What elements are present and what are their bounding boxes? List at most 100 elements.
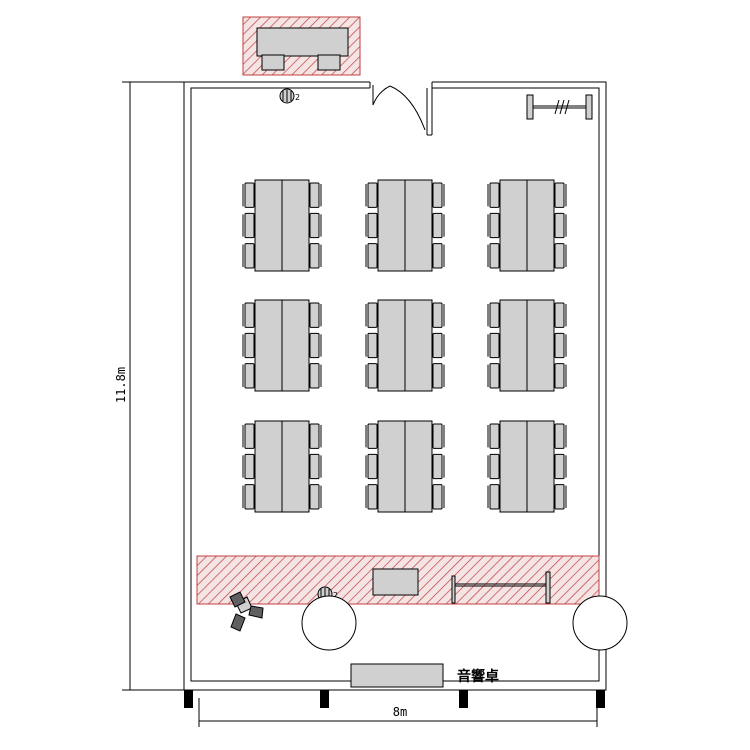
width-dimension-line — [198, 698, 598, 727]
table-groups — [242, 179, 567, 513]
table — [281, 179, 310, 272]
chair — [554, 363, 565, 389]
chair — [432, 182, 443, 208]
chair — [554, 423, 565, 449]
chair — [432, 423, 443, 449]
chair — [244, 302, 255, 328]
chair — [489, 484, 500, 510]
chair — [432, 484, 443, 510]
table — [377, 420, 406, 513]
chair — [367, 484, 378, 510]
table-group — [487, 420, 567, 513]
chair — [489, 332, 500, 359]
width-dimension-label: 8m — [393, 705, 407, 719]
chair — [489, 423, 500, 449]
chair — [309, 212, 320, 239]
chair — [489, 363, 500, 389]
chair — [432, 212, 443, 239]
chair — [244, 212, 255, 239]
chair — [309, 423, 320, 449]
table-group — [365, 420, 445, 513]
chair — [367, 423, 378, 449]
chair — [309, 243, 320, 269]
sound-desk — [350, 663, 444, 688]
speaker-left — [301, 595, 357, 651]
chair — [367, 212, 378, 239]
chair — [489, 182, 500, 208]
chair — [244, 363, 255, 389]
table — [526, 420, 555, 513]
stage-area — [196, 555, 600, 605]
chair — [432, 243, 443, 269]
chair — [244, 332, 255, 359]
chair — [432, 453, 443, 480]
table — [281, 299, 310, 392]
microphone-label: 2 — [333, 591, 338, 600]
table-group — [365, 179, 445, 272]
table — [526, 299, 555, 392]
chair — [554, 302, 565, 328]
screen-stand — [451, 571, 551, 604]
chair — [244, 182, 255, 208]
chair — [309, 302, 320, 328]
table — [377, 179, 406, 272]
entrance-door — [372, 85, 426, 131]
table — [377, 299, 406, 392]
chair — [367, 243, 378, 269]
table-group — [487, 299, 567, 392]
chair — [367, 453, 378, 480]
table — [254, 179, 283, 272]
chair — [309, 484, 320, 510]
chair — [489, 243, 500, 269]
table-group — [487, 179, 567, 272]
chair — [309, 363, 320, 389]
table — [499, 179, 528, 272]
microphone-label: 2 — [295, 93, 300, 102]
chair — [367, 332, 378, 359]
sound-desk-label: 音響卓 — [457, 668, 499, 685]
table-group — [242, 299, 322, 392]
chair — [367, 363, 378, 389]
table — [254, 420, 283, 513]
chair — [432, 302, 443, 328]
table — [404, 179, 433, 272]
chair — [432, 363, 443, 389]
chair — [367, 302, 378, 328]
table-group — [365, 299, 445, 392]
height-dimension-line — [122, 81, 184, 691]
tripod-stand — [229, 591, 264, 632]
chair — [432, 332, 443, 359]
table-group — [242, 420, 322, 513]
chair — [309, 182, 320, 208]
chair — [554, 453, 565, 480]
chair — [554, 484, 565, 510]
chair — [489, 212, 500, 239]
table — [526, 179, 555, 272]
chair — [244, 423, 255, 449]
chair — [244, 243, 255, 269]
chair — [554, 243, 565, 269]
chair — [554, 332, 565, 359]
table — [254, 299, 283, 392]
wall-columns — [184, 690, 605, 708]
table-group — [242, 179, 322, 272]
table — [281, 420, 310, 513]
coat-rack — [526, 94, 593, 120]
chair — [554, 182, 565, 208]
chair — [489, 302, 500, 328]
table — [404, 420, 433, 513]
chair — [554, 212, 565, 239]
height-dimension-label: 11.8m — [114, 367, 128, 403]
table — [499, 299, 528, 392]
podium — [372, 568, 419, 596]
top-equipment-area — [242, 16, 361, 76]
chair — [244, 484, 255, 510]
table — [499, 420, 528, 513]
chair — [244, 453, 255, 480]
microphone-icon: 2 — [279, 88, 300, 104]
chair — [489, 453, 500, 480]
chair — [309, 453, 320, 480]
chair — [367, 182, 378, 208]
speaker-right — [572, 595, 628, 651]
